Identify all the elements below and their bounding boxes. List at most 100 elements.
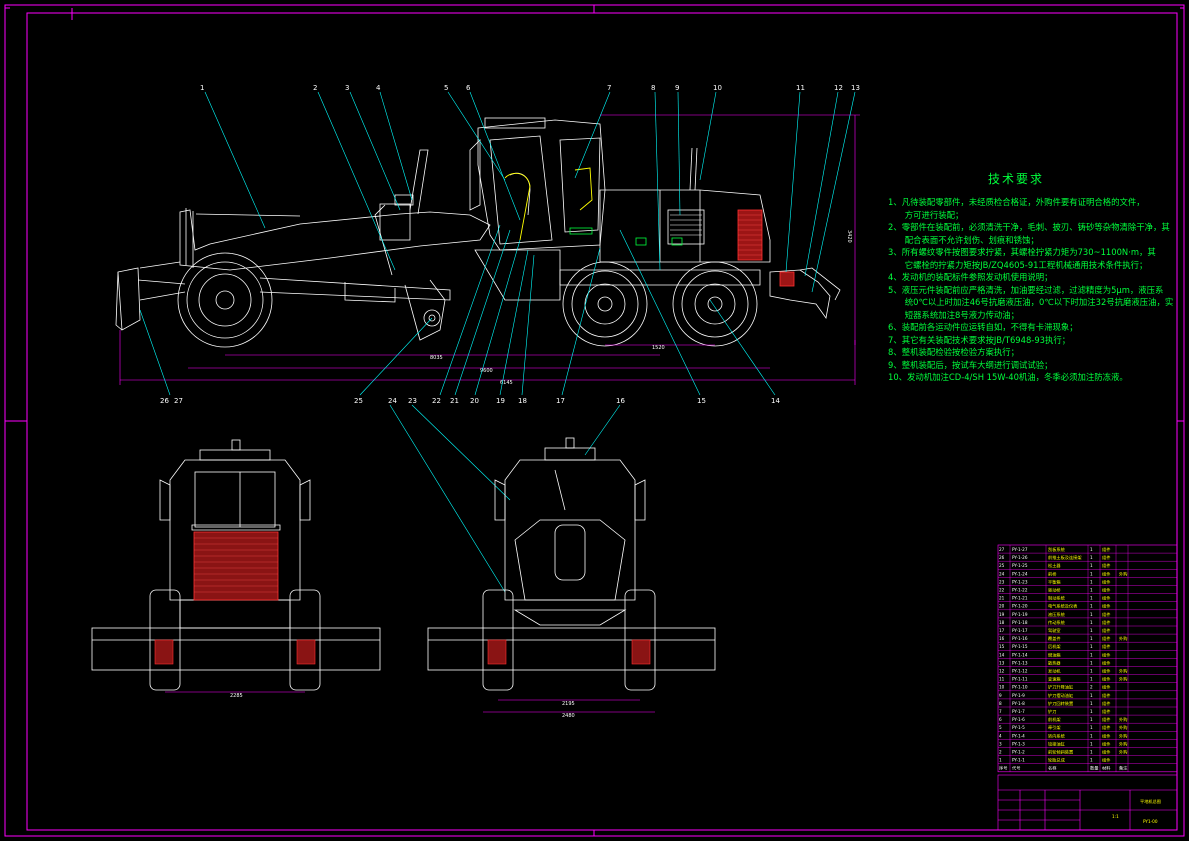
parts-table-cell: 外购: [1119, 716, 1127, 723]
parts-table-cell: 16: [999, 636, 1005, 641]
side-view: [115, 117, 841, 348]
parts-table-cell: 外购: [1119, 724, 1127, 731]
parts-table-cell: 外购: [1119, 635, 1127, 642]
parts-table-cell: 液压系统: [1048, 611, 1065, 618]
balloon-22: 22: [432, 397, 441, 405]
parts-table-cell: 25: [999, 563, 1005, 568]
parts-table-cell: PY-1-13: [1012, 660, 1028, 665]
parts-table-cell: 26: [999, 555, 1005, 560]
parts-table-cell: 铲刀升降油缸: [1048, 684, 1074, 691]
parts-table-cell: 组件: [1102, 668, 1110, 675]
tech-requirement-line: 统0℃以上时加注46号抗磨液压油，0℃以下时加注32号抗磨液压油，实: [888, 297, 1174, 307]
parts-table-cell: 组件: [1102, 676, 1110, 683]
parts-table-cell: 铲刀: [1048, 708, 1056, 715]
front-view-grille: 2285: [154, 531, 316, 699]
parts-table-cell: 组件: [1102, 643, 1110, 650]
dim-overall-length: 9600: [480, 368, 493, 374]
parts-table-cell: 7: [999, 709, 1002, 714]
tech-requirement-line: 配合表面不允许划伤、划痕和锈蚀；: [888, 234, 1039, 245]
parts-table-cell: 组件: [1102, 651, 1110, 658]
parts-table-cell: 10: [999, 685, 1005, 690]
tech-requirement-line: 它螺栓的拧紧力矩按JB/ZQ4605-91工程机械通用技术条件执行；: [888, 259, 1148, 270]
parts-table-cell: 1: [1090, 693, 1093, 698]
balloon-6: 6: [466, 84, 471, 92]
tech-requirement-line: 9、整机装配后，按试车大纲进行调试试验；: [888, 359, 1053, 370]
parts-table-cell: PY-1-21: [1012, 596, 1028, 601]
parts-table-cell: 1: [1090, 571, 1093, 576]
dim-front-track: 2285: [230, 693, 243, 699]
parts-table-cell: PY-1-27: [1012, 547, 1028, 552]
parts-table-cell: PY-1-9: [1012, 693, 1025, 698]
parts-table-cell: 铰接油缸: [1048, 740, 1066, 747]
tech-requirement-line: 方可进行装配；: [888, 209, 964, 220]
parts-table-cell: 发动机: [1048, 668, 1061, 675]
parts-table-cell: 1: [1090, 612, 1093, 617]
parts-table-cell: PY-1-20: [1012, 604, 1028, 609]
parts-table-cell: 组件: [1102, 554, 1110, 561]
parts-table-cell: 18: [999, 620, 1005, 625]
parts-table-cell: 转向系统: [1048, 732, 1065, 739]
balloon-24: 24: [388, 397, 397, 405]
tech-requirement-line: 6、装配前各运动件应运转自如，不得有卡滞现象；: [888, 322, 1078, 332]
tech-requirement-line: 7、其它有关装配技术要求按JB/T6948-93执行；: [888, 334, 1071, 345]
rear-view: [427, 437, 716, 691]
parts-table-cell: 轮胎总成: [1048, 757, 1065, 764]
parts-table-cell: 1: [1090, 604, 1093, 609]
dim-wheelbase-front: 8035: [430, 355, 443, 361]
parts-table-header: 材料: [1102, 765, 1111, 772]
parts-table-cell: 27: [999, 547, 1005, 552]
parts-table-cell: PY-1-22: [1012, 588, 1028, 593]
balloon-3: 3: [345, 84, 349, 92]
balloon-16: 16: [616, 397, 625, 405]
parts-table-cell: 组件: [1102, 578, 1110, 585]
drawing-number: PY1-00: [1143, 819, 1158, 824]
tech-requirement-line: 1、凡待装配零部件，未经质检合格证，外购件要有证明合格的文件，: [888, 197, 1145, 207]
balloon-2: 2: [313, 84, 317, 92]
parts-table-cell: 牵引架: [1048, 724, 1061, 731]
parts-table-cell: 组件: [1102, 546, 1110, 553]
parts-table-cell: 6: [999, 717, 1002, 722]
front-view: [91, 439, 381, 691]
parts-table-cell: 1: [1090, 596, 1093, 601]
parts-table-cell: 组件: [1102, 562, 1110, 569]
center-marks: [5, 5, 1184, 836]
parts-table-cell: 1: [1090, 750, 1093, 755]
parts-table-cell: 组件: [1102, 627, 1110, 634]
balloon-1: 1: [200, 84, 204, 92]
parts-table-cell: PY-1-18: [1012, 620, 1028, 625]
tech-requirements: 1、凡待装配零部件，未经质检合格证，外购件要有证明合格的文件， 方可进行装配；2…: [888, 196, 1174, 384]
balloon-9: 9: [675, 84, 679, 92]
parts-table-cell: 组件: [1102, 619, 1110, 626]
parts-table-cell: 15: [999, 644, 1005, 649]
parts-table-header: 代号: [1012, 765, 1020, 772]
parts-table-cell: 4: [999, 733, 1002, 738]
balloon-25: 25: [354, 397, 363, 405]
parts-table-cell: 1: [1090, 677, 1093, 682]
parts-table-cell: 松土器: [1048, 562, 1061, 569]
parts-table-header: 数量: [1090, 765, 1098, 772]
parts-table-cell: 17: [999, 628, 1005, 633]
parts-table-cell: PY-1-10: [1012, 685, 1028, 690]
parts-table-cell: 组件: [1102, 757, 1110, 764]
parts-table-cell: 1: [1090, 652, 1093, 657]
parts-table-cell: 驾驶室: [1048, 627, 1061, 634]
parts-table-cell: 组件: [1102, 732, 1110, 739]
parts-table-header: 备注: [1119, 765, 1128, 772]
parts-table-cell: 组件: [1102, 684, 1110, 691]
parts-table-cell: 1: [1090, 669, 1093, 674]
balloon-26: 26: [160, 397, 169, 405]
parts-table-cell: 组件: [1102, 724, 1110, 731]
balloon-19: 19: [496, 397, 505, 405]
parts-table-cell: 1: [999, 758, 1002, 763]
parts-table-cell: 1: [1090, 563, 1093, 568]
parts-table-cell: 铲刀摆动油缸: [1048, 692, 1074, 699]
parts-table-cell: 传动系统: [1048, 619, 1065, 626]
parts-table-cell: 组件: [1102, 692, 1110, 699]
parts-table-cell: 5: [999, 725, 1002, 730]
parts-table-cell: 外购: [1119, 740, 1127, 747]
balloon-5: 5: [444, 84, 448, 92]
parts-table-cell: 1: [1090, 555, 1093, 560]
dim-tandem: 1520: [652, 345, 665, 351]
balloon-10: 10: [713, 84, 722, 92]
